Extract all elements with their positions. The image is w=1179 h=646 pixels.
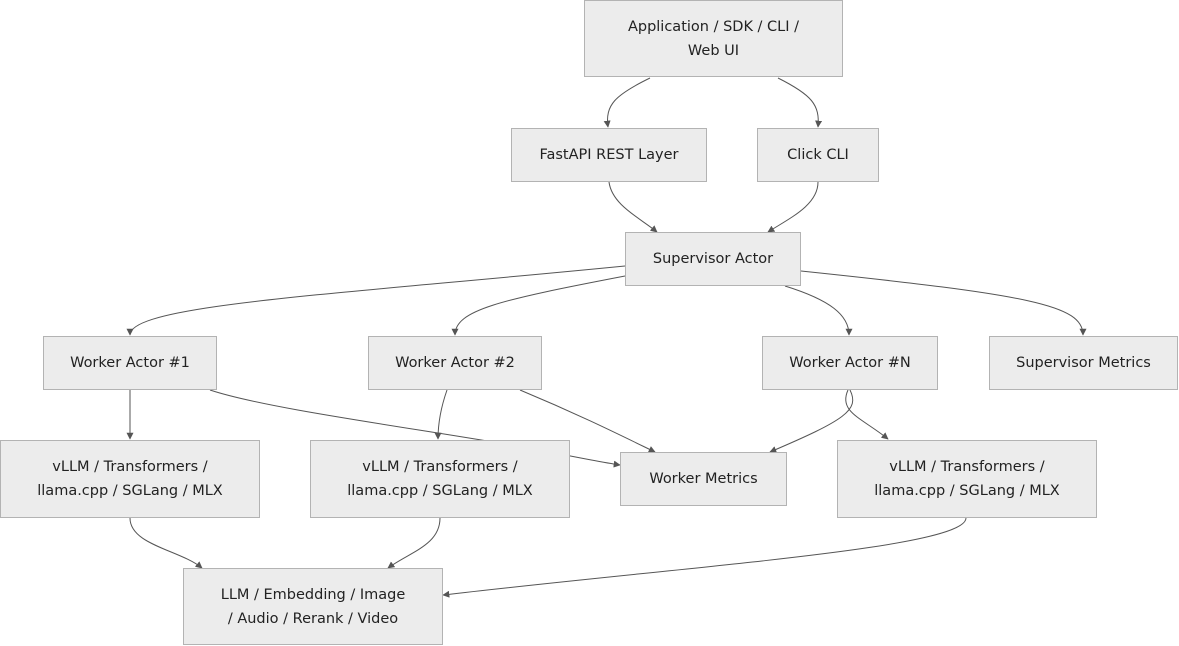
node-worker-actor-n: Worker Actor #N (762, 336, 938, 390)
edge-worker2-backend2 (434, 389, 448, 440)
edge-backend2-modeltypes (387, 517, 441, 569)
node-supervisor-metrics: Supervisor Metrics (989, 336, 1178, 390)
node-worker-actor-2: Worker Actor #2 (368, 336, 542, 390)
node-worker-metrics: Worker Metrics (620, 452, 787, 506)
edge-workerN-workermetrics (769, 389, 854, 453)
edge-worker1-workermetrics (209, 389, 621, 468)
node-backend-1: vLLM / Transformers / llama.cpp / SGLang… (0, 440, 260, 518)
node-worker-actor-1: Worker Actor #1 (43, 336, 217, 390)
edge-backendN-modeltypes (442, 517, 967, 598)
edge-workerN-backendN (845, 389, 889, 440)
edge-supervisor-workerN (784, 285, 853, 336)
node-model-types: LLM / Embedding / Image / Audio / Rerank… (183, 568, 443, 645)
edge-supervisor-worker1 (126, 265, 626, 336)
node-click-cli: Click CLI (757, 128, 879, 182)
edge-click-supervisor (767, 181, 819, 233)
node-supervisor-actor: Supervisor Actor (625, 232, 801, 286)
node-backend-n: vLLM / Transformers / llama.cpp / SGLang… (837, 440, 1097, 518)
edge-worker2-workermetrics (519, 389, 656, 453)
edge-supervisor-supmetrics (800, 270, 1087, 336)
edge-fastapi-supervisor (608, 181, 658, 233)
node-backend-2: vLLM / Transformers / llama.cpp / SGLang… (310, 440, 570, 518)
edge-app-fastapi (603, 77, 651, 128)
edge-backend1-modeltypes (129, 517, 203, 569)
edge-supervisor-worker2 (451, 275, 626, 336)
node-app: Application / SDK / CLI / Web UI (584, 0, 843, 77)
node-fastapi: FastAPI REST Layer (511, 128, 707, 182)
edge-app-click (777, 77, 823, 128)
